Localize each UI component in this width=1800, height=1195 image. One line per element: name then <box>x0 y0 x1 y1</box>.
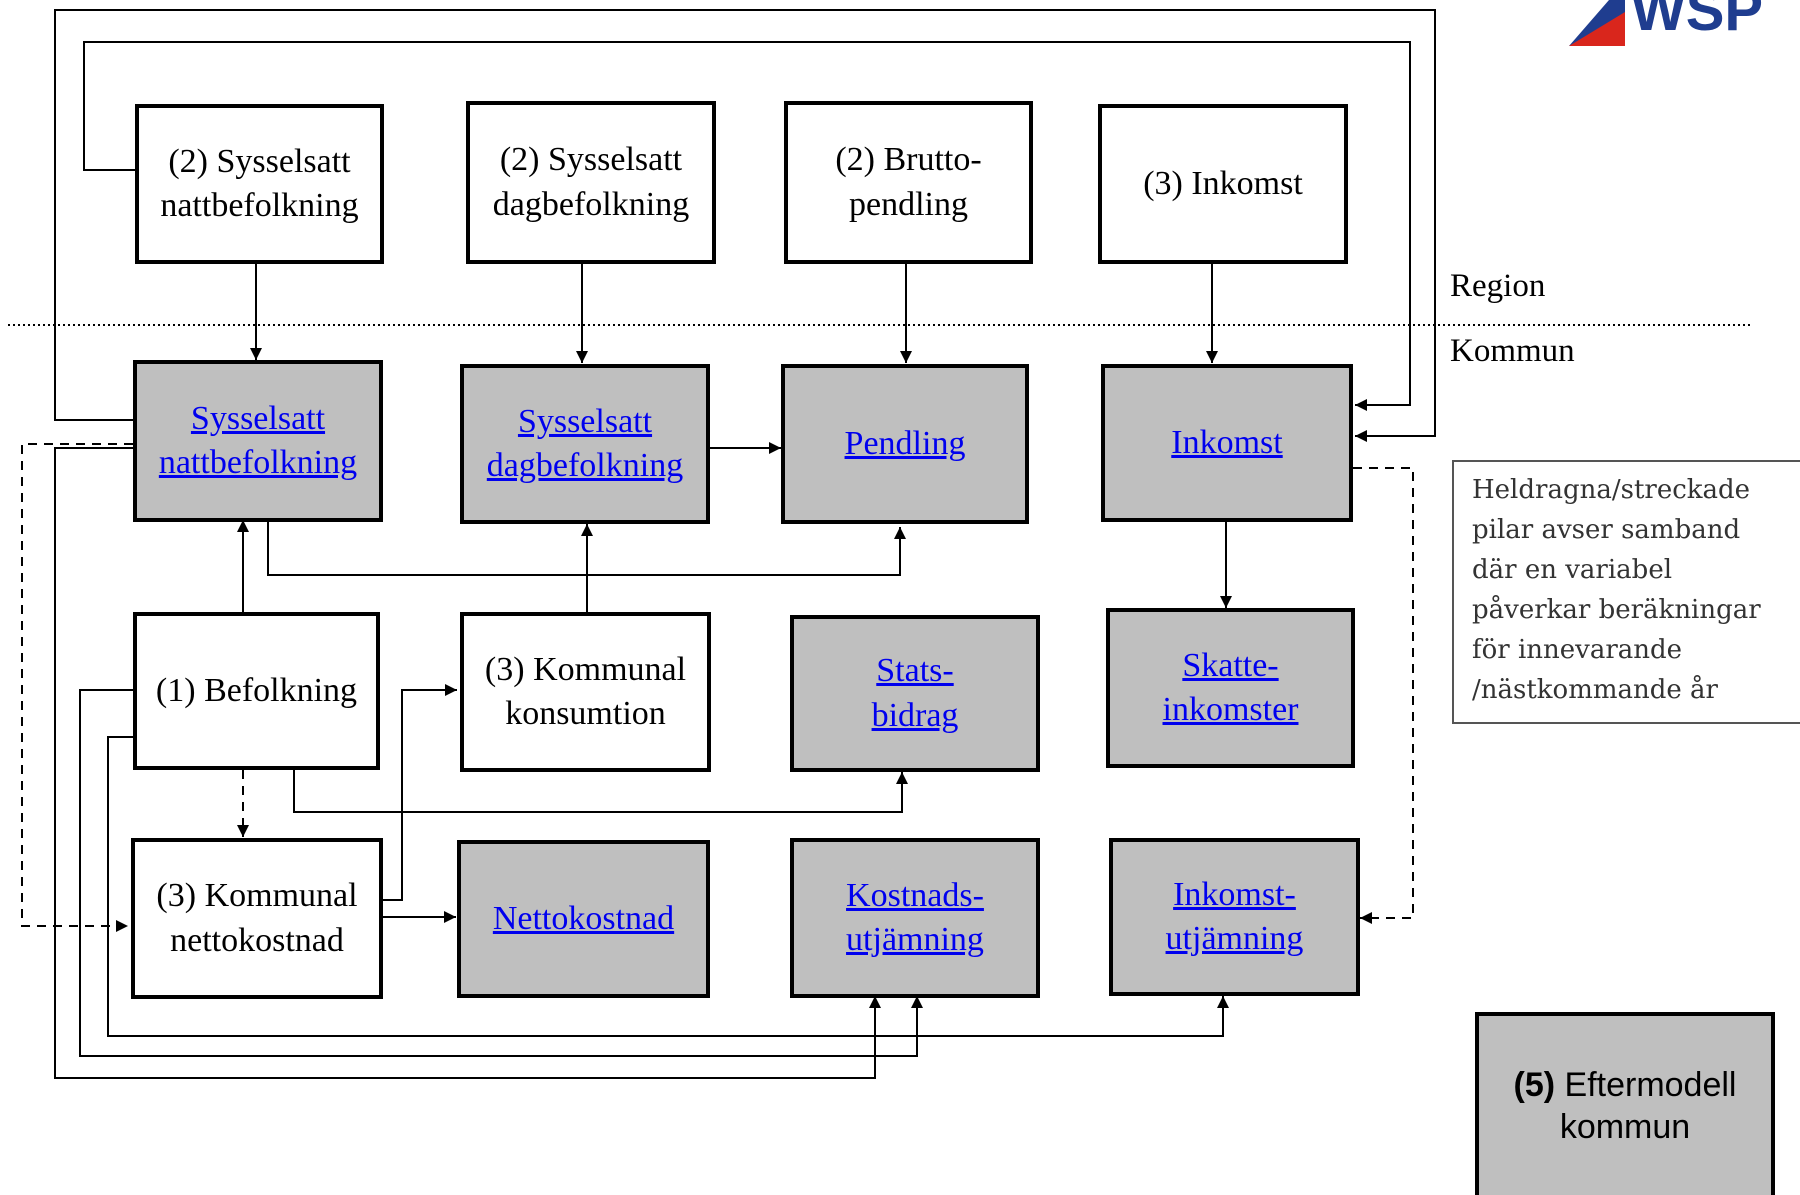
region-bruttopendling-box: (2) Brutto- pendling <box>784 101 1033 264</box>
kommun-sysselsatt-dagbefolkning-box: Sysselsatt dagbefolkning <box>460 364 710 524</box>
arrow-befolkning-to-statsbidrag <box>293 770 908 813</box>
box-text: konsumtion <box>505 695 666 732</box>
box-text: (2) Sysselsatt <box>168 142 351 180</box>
link-text: utjämning <box>1165 920 1304 957</box>
kommunal-konsumtion-box: (3) Kommunal konsumtion <box>460 612 711 772</box>
link-text: bidrag <box>871 696 959 734</box>
kommun-label: Kommun <box>1450 333 1575 369</box>
box-text: (3) Kommunal <box>484 650 687 688</box>
line-natt-to-kostnadsutj <box>54 447 881 1079</box>
kostnadsutjamning-box: Kostnads- utjämning <box>790 838 1040 998</box>
eftermodell-kommun-box: (5) Eftermodell kommun <box>1475 1012 1775 1195</box>
nettokostnad-link[interactable]: Nettokostnad <box>493 897 674 941</box>
logo-text: WSP <box>1631 0 1763 43</box>
dashed-inkomst-to-inkomstutj <box>1353 467 1414 924</box>
kommun-sysselsatt-nattbefolkning-box: Sysselsatt nattbefolkning <box>133 360 383 522</box>
box-text: nattbefolkning <box>160 187 359 224</box>
link-text: Pendling <box>844 424 966 462</box>
kommun-inkomst-box: Inkomst <box>1101 364 1353 522</box>
link-text: Nettokostnad <box>492 899 675 937</box>
sysselsatt-nattbefolkning-link[interactable]: Sysselsatt nattbefolkning <box>159 397 357 485</box>
box-text: (2) Sysselsatt <box>499 141 683 179</box>
nettokostnad-box: Nettokostnad <box>457 840 710 998</box>
kostnadsutjamning-link[interactable]: Kostnads- utjämning <box>846 874 984 962</box>
eftermodell-title: Eftermodell <box>1564 1065 1737 1104</box>
inkomstutjamning-box: Inkomst- utjämning <box>1109 838 1360 996</box>
inkomst-link[interactable]: Inkomst <box>1171 421 1282 465</box>
link-text: Sysselsatt <box>190 399 326 437</box>
note-line: för innevarande <box>1472 635 1683 665</box>
link-text: Inkomst- <box>1173 875 1296 913</box>
box-text: dagbefolkning <box>492 185 690 223</box>
kommunal-nettokostnad-box: (3) Kommunal nettokostnad <box>131 838 383 999</box>
arrow-natt-to-pendling <box>267 522 906 576</box>
box-text: (3) Kommunal <box>156 877 358 915</box>
link-text: dagbefolkning <box>486 447 684 484</box>
skatteinkomster-link[interactable]: Skatte- inkomster <box>1163 644 1299 732</box>
eftermodell-subtitle: kommun <box>1559 1107 1691 1146</box>
link-text: inkomster <box>1162 691 1299 728</box>
link-text: nattbefolkning <box>158 444 358 481</box>
note-line: där en variabel <box>1472 555 1673 585</box>
sysselsatt-dagbefolkning-link[interactable]: Sysselsatt dagbefolkning <box>487 400 683 488</box>
box-text: (1) Befolkning <box>155 671 358 709</box>
box-text: (3) Inkomst <box>1143 164 1303 202</box>
pendling-link[interactable]: Pendling <box>845 422 966 466</box>
pendling-box: Pendling <box>781 364 1029 524</box>
dashed-natt-to-kommunal <box>21 443 133 932</box>
eftermodell-number: (5) <box>1513 1065 1556 1104</box>
note-line: /nästkommande år <box>1472 675 1718 705</box>
statsbidrag-box: Stats- bidrag <box>790 615 1040 772</box>
skatteinkomster-box: Skatte- inkomster <box>1106 608 1355 768</box>
link-text: Sysselsatt <box>517 402 653 440</box>
line-befolkning-to-kostnadsutj <box>79 689 923 1057</box>
link-text: utjämning <box>846 921 984 958</box>
link-text: Inkomst <box>1171 423 1283 461</box>
link-text: Kostnads- <box>846 876 984 914</box>
note-line: Heldragna/streckade <box>1472 475 1751 505</box>
inkomstutjamning-link[interactable]: Inkomst- utjämning <box>1166 873 1304 961</box>
loop-natt-to-region-natt <box>83 41 1411 411</box>
region-sysselsatt-dagbefolkning-box: (2) Sysselsatt dagbefolkning <box>466 101 716 264</box>
statsbidrag-link[interactable]: Stats- bidrag <box>872 649 959 737</box>
line-befolkning-to-inkomstutj <box>107 736 1229 1037</box>
note-line: påverkar beräkningar <box>1472 595 1761 625</box>
link-text: Skatte- <box>1182 646 1279 684</box>
region-label: Region <box>1450 268 1546 304</box>
box-text: nettokostnad <box>170 921 344 959</box>
box-text: (2) Brutto- <box>835 141 982 179</box>
wsp-logo: WSP <box>1569 0 1763 46</box>
note-line: pilar avser samband <box>1472 515 1741 545</box>
link-text: Stats- <box>876 652 954 690</box>
legend-note: Heldragna/streckade pilar avser samband … <box>1452 460 1800 724</box>
loop-kommun-natt-to-inkomst <box>54 9 1436 442</box>
region-inkomst-box: (3) Inkomst <box>1098 104 1348 264</box>
arrow-nettokostnad-to-konsumtion <box>383 684 457 901</box>
box-text: pendling <box>849 185 968 223</box>
befolkning-box: (1) Befolkning <box>133 612 380 770</box>
region-sysselsatt-nattbefolkning-box: (2) Sysselsatt nattbefolkning <box>135 104 384 264</box>
